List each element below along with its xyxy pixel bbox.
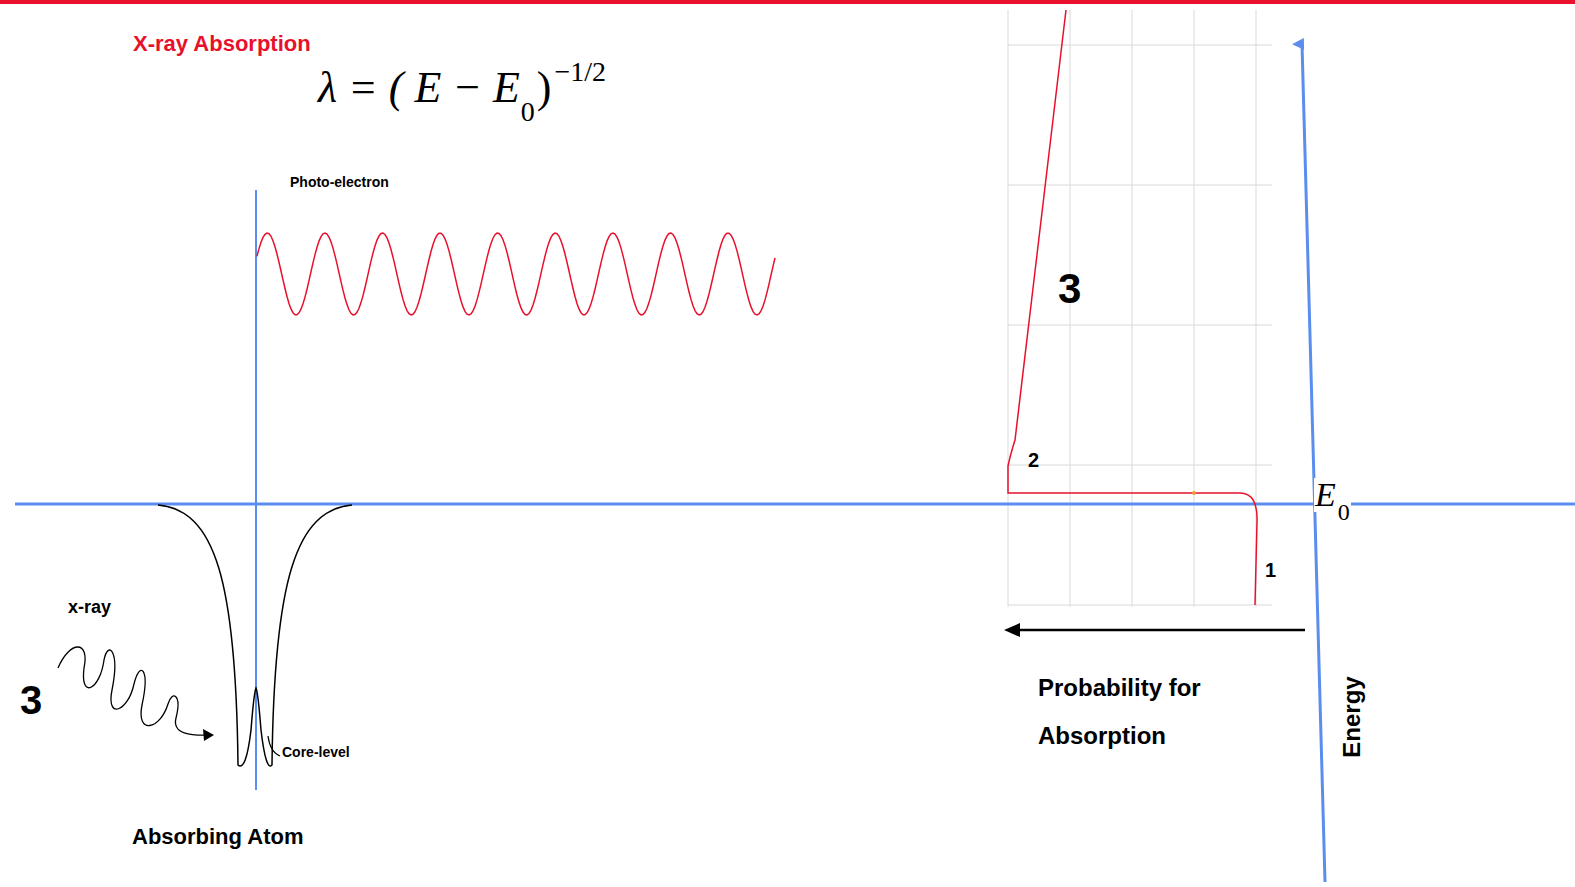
photoelectron-wave <box>257 233 775 315</box>
wave-label: Photo-electron <box>290 175 389 189</box>
xray-label: x-ray <box>68 598 111 616</box>
atom-axis <box>255 190 257 790</box>
edge-symbol: E <box>1314 478 1337 512</box>
arrow-head <box>1004 623 1020 637</box>
slide-title: X-ray Absorption <box>133 33 311 55</box>
atom-label: Absorbing Atom <box>132 826 304 848</box>
axis-label: Probability for Absorption <box>1038 664 1288 760</box>
xray-photon <box>58 647 212 735</box>
top-bar <box>0 0 1575 4</box>
callout-number: 2 <box>1028 450 1039 470</box>
energy-axis <box>1302 44 1325 882</box>
curve-dot <box>1192 491 1196 495</box>
callout-number: 3 <box>20 680 42 720</box>
plot-grid <box>1008 10 1272 607</box>
callout-number: 1 <box>1265 560 1276 580</box>
potential-well <box>158 505 352 766</box>
edge-subscript: 0 <box>1337 500 1351 524</box>
formula: ) <box>537 66 552 110</box>
formula-superscript: −1/2 <box>555 58 607 86</box>
absorption-curve <box>1008 10 1257 605</box>
core-level-label: Core-level <box>282 745 350 759</box>
axis-label: Energy <box>1340 676 1364 757</box>
formula-subscript: 0 <box>521 98 535 126</box>
arrow-head <box>203 729 214 741</box>
callout-number: 3 <box>1058 268 1081 310</box>
probability-arrow <box>1016 629 1305 632</box>
formula: λ = ( E − E <box>318 66 520 110</box>
leader-line <box>268 736 280 756</box>
